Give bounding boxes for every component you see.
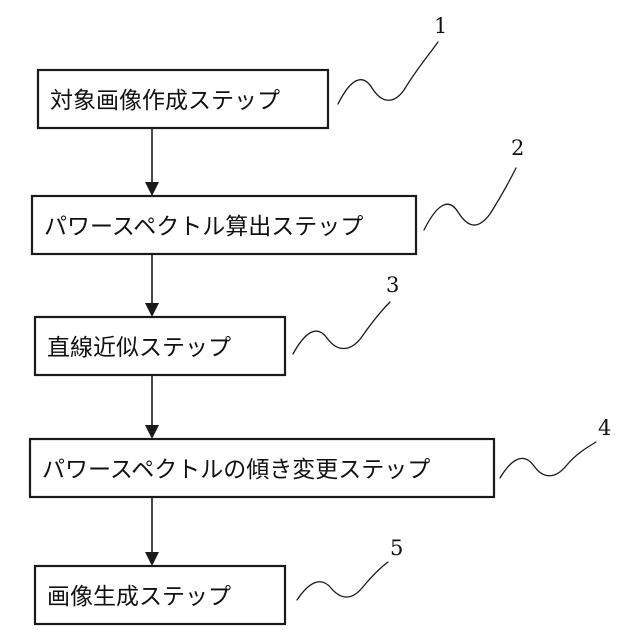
leader-line-4 [500,442,596,478]
step-label-5: 画像生成ステップ [47,584,231,610]
leader-line-2 [424,168,516,230]
step-box-3: 直線近似ステップ [35,317,285,375]
reference-number-4: 4 [598,416,611,440]
step-box-5: 画像生成ステップ [35,566,285,624]
arrow-1-to-2 [145,128,159,196]
leader-line-1 [338,42,438,104]
step-label-2: パワースペクトル算出ステップ [44,214,363,240]
reference-number-1: 1 [434,14,447,38]
reference-number-5: 5 [390,536,403,560]
arrow-4-to-5 [145,497,159,566]
step-box-2: パワースペクトル算出ステップ [32,196,416,254]
arrow-3-to-4 [145,375,159,439]
step-box-1: 対象画像作成ステップ [38,70,328,128]
step-box-4: パワースペクトルの傾き変更ステップ [30,439,494,497]
arrow-2-to-3 [145,254,159,317]
leader-line-5 [297,562,388,600]
step-label-4: パワースペクトルの傾き変更ステップ [42,457,430,483]
reference-number-3: 3 [386,273,399,297]
reference-number-2: 2 [511,136,524,160]
step-label-1: 対象画像作成ステップ [50,88,280,114]
leader-line-3 [293,302,390,354]
step-label-3: 直線近似ステップ [47,335,231,361]
